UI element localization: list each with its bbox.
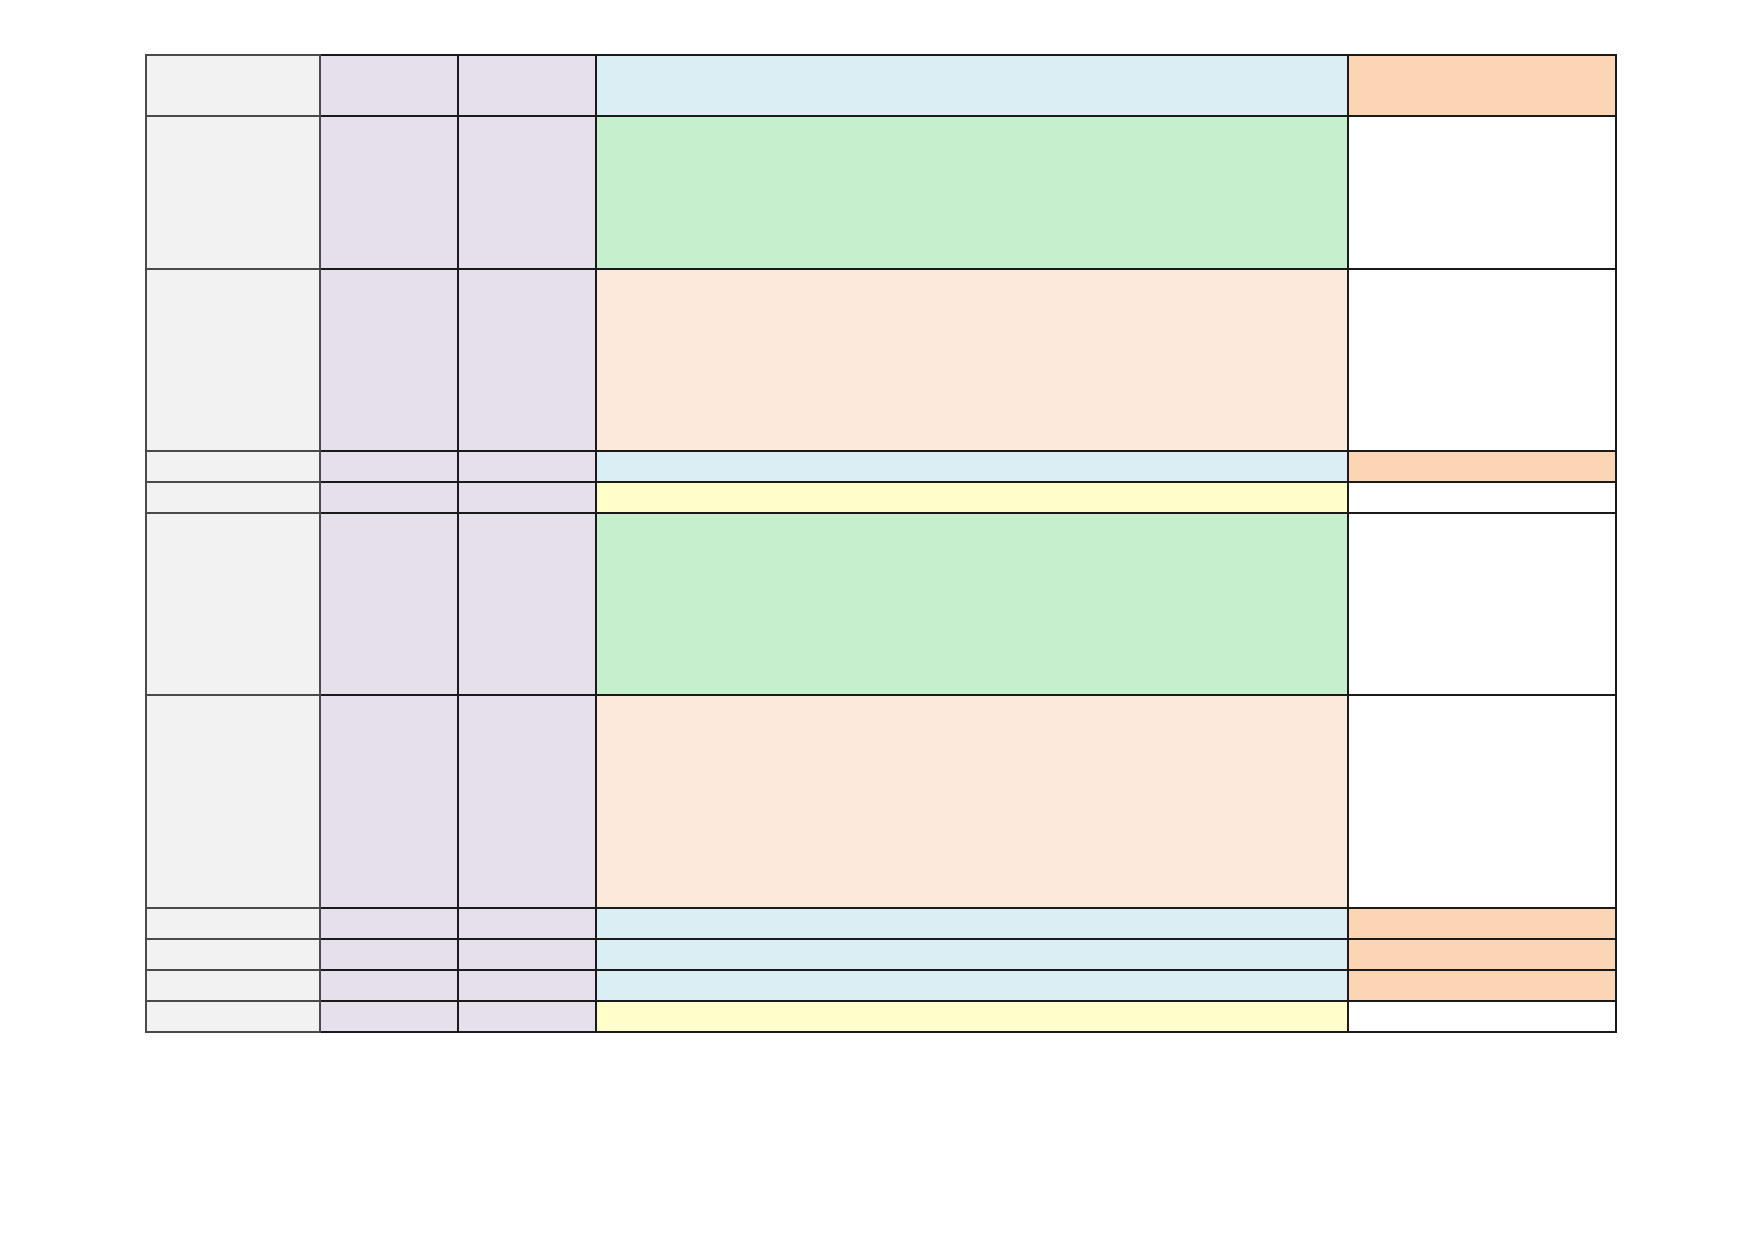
row-label-cell[interactable] xyxy=(145,268,321,452)
purple-cell[interactable] xyxy=(319,481,459,514)
purple-cell[interactable] xyxy=(457,268,597,452)
purple-cell[interactable] xyxy=(319,450,459,483)
main-cell[interactable] xyxy=(595,694,1349,909)
main-cell[interactable] xyxy=(595,54,1349,117)
main-cell[interactable] xyxy=(595,938,1349,971)
row-label-cell[interactable] xyxy=(145,450,321,483)
purple-cell[interactable] xyxy=(457,969,597,1002)
main-cell[interactable] xyxy=(595,450,1349,483)
table-row xyxy=(145,1000,1617,1033)
main-cell[interactable] xyxy=(595,1000,1349,1033)
row-label-cell[interactable] xyxy=(145,907,321,940)
side-cell[interactable] xyxy=(1347,512,1617,696)
purple-cell[interactable] xyxy=(457,54,597,117)
purple-cell[interactable] xyxy=(457,938,597,971)
purple-cell[interactable] xyxy=(457,450,597,483)
side-cell[interactable] xyxy=(1347,115,1617,270)
main-cell[interactable] xyxy=(595,907,1349,940)
side-cell[interactable] xyxy=(1347,450,1617,483)
purple-cell[interactable] xyxy=(457,1000,597,1033)
side-cell[interactable] xyxy=(1347,481,1617,514)
main-cell[interactable] xyxy=(595,268,1349,452)
color-coded-table xyxy=(145,54,1617,1033)
table-row xyxy=(145,938,1617,971)
purple-cell[interactable] xyxy=(457,694,597,909)
table-row xyxy=(145,907,1617,940)
side-cell[interactable] xyxy=(1347,1000,1617,1033)
table-row xyxy=(145,512,1617,696)
row-label-cell[interactable] xyxy=(145,512,321,696)
main-cell[interactable] xyxy=(595,969,1349,1002)
table-row-header xyxy=(145,54,1617,117)
purple-cell[interactable] xyxy=(319,115,459,270)
purple-cell[interactable] xyxy=(319,268,459,452)
purple-cell[interactable] xyxy=(319,54,459,117)
side-cell[interactable] xyxy=(1347,54,1617,117)
table-row xyxy=(145,450,1617,483)
purple-cell[interactable] xyxy=(457,907,597,940)
row-label-cell[interactable] xyxy=(145,54,321,117)
table-row xyxy=(145,969,1617,1002)
main-cell[interactable] xyxy=(595,512,1349,696)
purple-cell[interactable] xyxy=(319,1000,459,1033)
side-cell[interactable] xyxy=(1347,938,1617,971)
row-label-cell[interactable] xyxy=(145,481,321,514)
main-cell[interactable] xyxy=(595,115,1349,270)
row-label-cell[interactable] xyxy=(145,115,321,270)
main-cell[interactable] xyxy=(595,481,1349,514)
side-cell[interactable] xyxy=(1347,694,1617,909)
table-row xyxy=(145,115,1617,270)
table-row xyxy=(145,268,1617,452)
side-cell[interactable] xyxy=(1347,969,1617,1002)
purple-cell[interactable] xyxy=(319,938,459,971)
row-label-cell[interactable] xyxy=(145,969,321,1002)
purple-cell[interactable] xyxy=(457,481,597,514)
purple-cell[interactable] xyxy=(319,512,459,696)
side-cell[interactable] xyxy=(1347,907,1617,940)
table-row xyxy=(145,481,1617,514)
purple-cell[interactable] xyxy=(457,115,597,270)
side-cell[interactable] xyxy=(1347,268,1617,452)
purple-cell[interactable] xyxy=(319,694,459,909)
purple-cell[interactable] xyxy=(319,969,459,1002)
table-row xyxy=(145,694,1617,909)
purple-cell[interactable] xyxy=(319,907,459,940)
row-label-cell[interactable] xyxy=(145,938,321,971)
row-label-cell[interactable] xyxy=(145,694,321,909)
purple-cell[interactable] xyxy=(457,512,597,696)
row-label-cell[interactable] xyxy=(145,1000,321,1033)
